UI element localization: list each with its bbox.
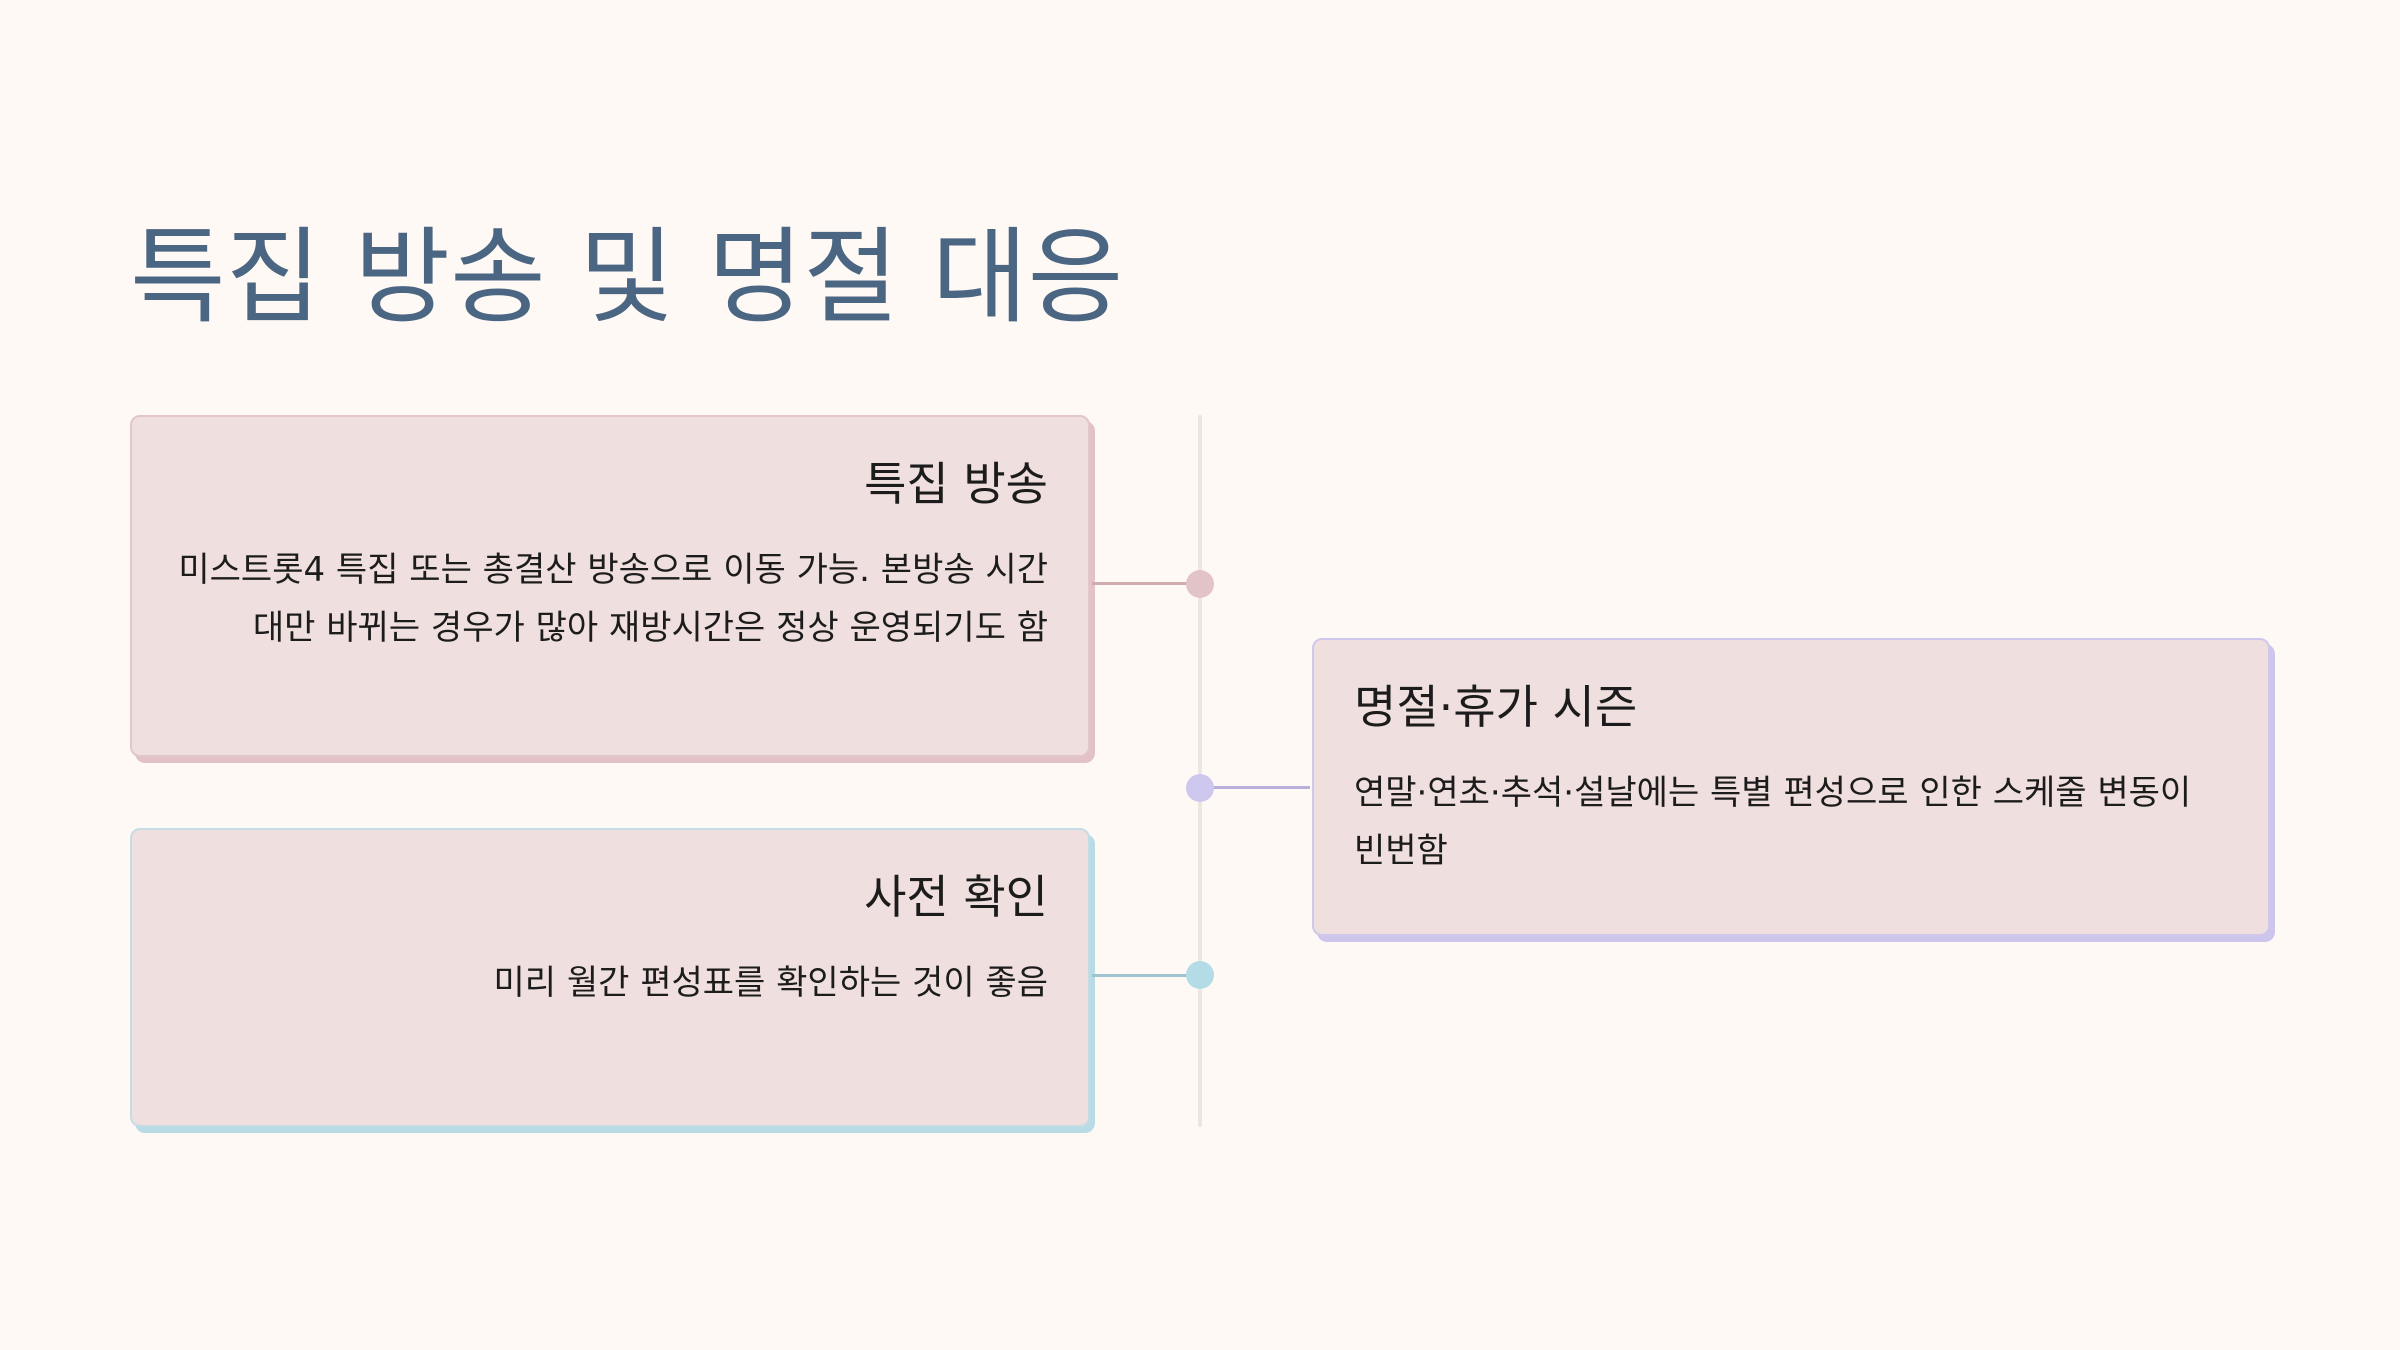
card-text: 미리 월간 편성표를 확인하는 것이 좋음 [493,962,1048,1003]
card-advance-check: 사전 확인 미리 월간 편성표를 확인하는 것이 좋음 [130,828,1090,1127]
card-special-broadcast: 특집 방송 미스트롯4 특집 또는 총결산 방송으로 이동 가능. 본방송 시간… [130,415,1090,757]
timeline-dot [1186,961,1214,989]
card-text: 연말·연초·추석·설날에는 특별 편성으로 인한 스케줄 변동이 빈번함 [1354,772,2192,871]
slide-title: 특집 방송 및 명절 대응 [130,216,1124,338]
timeline-axis [1198,415,1202,1127]
card-title: 사전 확인 [864,870,1048,924]
timeline-dot [1186,774,1214,802]
timeline-connector [1092,974,1200,977]
timeline-connector [1200,786,1310,789]
timeline-connector [1092,582,1200,585]
card-title: 명절·휴가 시즌 [1354,680,1638,734]
card-title: 특집 방송 [864,457,1048,511]
card-holiday-season: 명절·휴가 시즌 연말·연초·추석·설날에는 특별 편성으로 인한 스케줄 변동… [1312,638,2270,936]
timeline-dot [1186,570,1214,598]
card-text: 미스트롯4 특집 또는 총결산 방송으로 이동 가능. 본방송 시간대만 바뀌는… [178,549,1048,648]
